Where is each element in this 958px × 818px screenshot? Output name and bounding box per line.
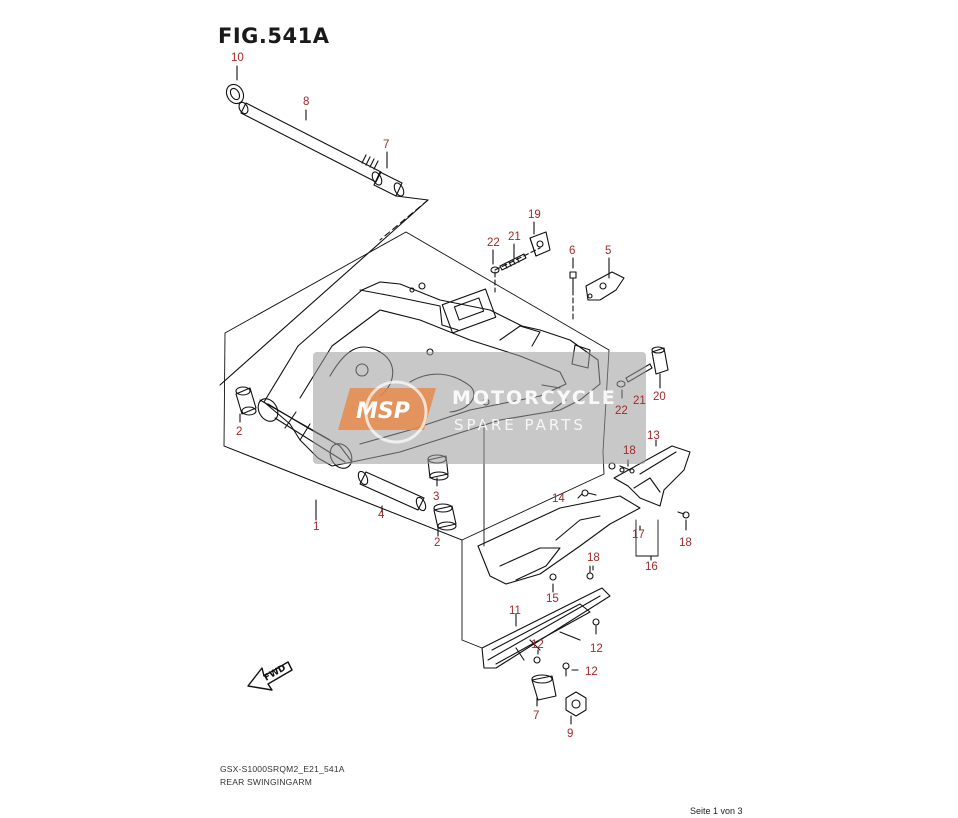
callout-12-b: 12 bbox=[590, 643, 603, 655]
watermark-logo: MSP bbox=[356, 399, 410, 424]
callout-22: 22 bbox=[487, 237, 500, 249]
callout-18: 18 bbox=[623, 445, 636, 457]
callout-5: 5 bbox=[605, 245, 611, 257]
figure-title: FIG.541A bbox=[218, 24, 330, 48]
callout-4: 4 bbox=[378, 509, 385, 521]
watermark: MSP MOTORCYCLE SPARE PARTS bbox=[313, 352, 646, 464]
callout-3: 3 bbox=[433, 491, 439, 503]
callout-22-right: 22 bbox=[615, 405, 628, 417]
part-2-bearing-left bbox=[235, 386, 257, 416]
callout-7: 7 bbox=[383, 139, 389, 151]
watermark-line1: MOTORCYCLE bbox=[452, 387, 617, 409]
callout-7-lower: 7 bbox=[533, 710, 539, 722]
part-12-bolt-small bbox=[549, 573, 557, 581]
part-18-screw-b bbox=[677, 511, 690, 519]
watermark-line2: SPARE PARTS bbox=[454, 416, 586, 434]
callout-20: 20 bbox=[653, 391, 666, 403]
part-2-bearing-lower bbox=[433, 503, 457, 531]
callout-6: 6 bbox=[569, 245, 575, 257]
part-15-chain-bracket bbox=[477, 495, 641, 585]
page-number: Seite 1 von 3 bbox=[690, 806, 743, 816]
part-7-collar-top bbox=[371, 171, 405, 197]
callout-8: 8 bbox=[303, 96, 309, 108]
footer-model-code: GSX-S1000SRQM2_E21_541A bbox=[220, 764, 345, 774]
callout-16: 16 bbox=[645, 561, 658, 573]
fwd-arrow bbox=[247, 661, 293, 691]
callout-2-lower: 2 bbox=[434, 537, 440, 549]
part-6-bolt bbox=[569, 271, 577, 291]
part-21-bolt-top bbox=[499, 253, 527, 271]
callout-1: 1 bbox=[313, 521, 319, 533]
part-19-adjuster-block bbox=[529, 231, 551, 257]
part-12-screw-c bbox=[562, 662, 570, 677]
callout-2: 2 bbox=[236, 426, 242, 438]
callout-18-lower: 18 bbox=[587, 552, 600, 564]
part-7-collar-lower bbox=[531, 674, 557, 701]
callout-12-a: 12 bbox=[531, 639, 544, 651]
callout-10: 10 bbox=[231, 52, 244, 64]
part-5-plate bbox=[585, 271, 625, 301]
part-12-screw-a bbox=[592, 618, 600, 626]
part-20-adjuster-block bbox=[651, 346, 669, 375]
part-18-screw-a bbox=[619, 465, 635, 474]
part-8-pivot-shaft bbox=[238, 101, 382, 183]
part-4-sleeve bbox=[357, 470, 427, 512]
part-14-screw bbox=[581, 489, 597, 497]
callout-19: 19 bbox=[528, 209, 541, 221]
part-11-chain-slider bbox=[481, 587, 611, 669]
part-18-screw-c bbox=[586, 565, 594, 580]
callout-21: 21 bbox=[508, 231, 521, 243]
callout-21-right: 21 bbox=[633, 395, 646, 407]
footer-part-name: REAR SWINGINGARM bbox=[220, 777, 312, 787]
callout-15: 15 bbox=[546, 593, 559, 605]
callout-17: 17 bbox=[632, 529, 645, 541]
callout-11: 11 bbox=[509, 605, 521, 617]
callout-9: 9 bbox=[567, 728, 573, 740]
part-9-axle-nut bbox=[565, 691, 587, 717]
callout-14: 14 bbox=[552, 493, 565, 505]
callout-18-right: 18 bbox=[679, 537, 692, 549]
callout-13: 13 bbox=[647, 430, 660, 442]
part-12-screw-b bbox=[533, 656, 541, 664]
callout-12-c: 12 bbox=[585, 666, 598, 678]
part-13-chain-guard bbox=[608, 445, 691, 507]
